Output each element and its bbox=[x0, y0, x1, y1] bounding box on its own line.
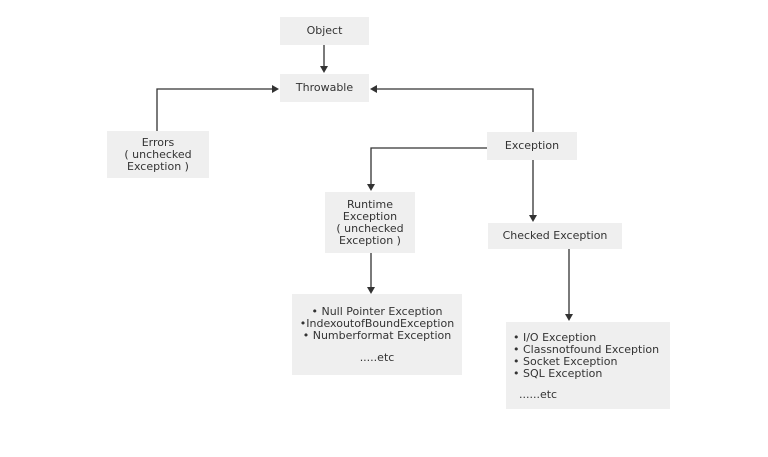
arrowhead-checked bbox=[529, 215, 537, 222]
runtime-example-item: • Null Pointer Exception bbox=[311, 305, 443, 318]
checked-examples-box: • I/O Exception • Classnotfound Exceptio… bbox=[506, 322, 670, 409]
errors-label-line-3: Exception ) bbox=[127, 159, 189, 173]
object-label: Object bbox=[306, 24, 343, 37]
errors-label-line-1: Errors bbox=[141, 135, 175, 149]
arrowhead-throwable-top bbox=[320, 66, 328, 73]
arrowhead-throwable-right bbox=[370, 85, 377, 93]
runtime-label-line-4: Exception ) bbox=[339, 233, 401, 247]
throwable-node: Throwable bbox=[280, 74, 369, 102]
arrowhead-throwable-left bbox=[272, 85, 279, 93]
checked-example-item: • Socket Exception bbox=[513, 355, 618, 368]
runtime-example-item: • Numberformat Exception bbox=[302, 329, 452, 342]
connector-exception-throwable bbox=[377, 88, 534, 132]
checked-label: Checked Exception bbox=[502, 229, 608, 242]
checked-examples-etc: ......etc bbox=[519, 388, 558, 401]
exception-node: Exception bbox=[487, 132, 577, 160]
arrowhead-runtime bbox=[367, 184, 375, 191]
runtime-examples-etc: .....etc bbox=[359, 351, 395, 364]
object-node: Object bbox=[280, 17, 369, 45]
runtime-examples-box: • Null Pointer Exception •IndexoutofBoun… bbox=[292, 294, 462, 375]
runtime-example-item: •IndexoutofBoundException bbox=[299, 317, 455, 330]
connector-errors-throwable bbox=[156, 88, 272, 131]
runtime-exception-node: Runtime Exception ( unchecked Exception … bbox=[325, 192, 415, 253]
runtime-label-line-3: ( unchecked bbox=[336, 221, 404, 235]
errors-label-line-2: ( unchecked bbox=[124, 147, 192, 161]
checked-example-item: • I/O Exception bbox=[513, 331, 597, 344]
connector-exception-runtime bbox=[370, 147, 487, 184]
checked-example-item: • Classnotfound Exception bbox=[513, 343, 660, 356]
runtime-label-line-1: Runtime bbox=[347, 197, 393, 211]
throwable-label: Throwable bbox=[295, 81, 354, 94]
arrowhead-checked-examples bbox=[565, 314, 573, 321]
checked-example-item: • SQL Exception bbox=[513, 367, 603, 380]
errors-node: Errors ( unchecked Exception ) bbox=[107, 131, 209, 178]
checked-exception-node: Checked Exception bbox=[488, 223, 622, 249]
arrowhead-runtime-examples bbox=[367, 287, 375, 294]
exception-label: Exception bbox=[504, 139, 560, 152]
runtime-label-line-2: Exception bbox=[342, 209, 398, 223]
